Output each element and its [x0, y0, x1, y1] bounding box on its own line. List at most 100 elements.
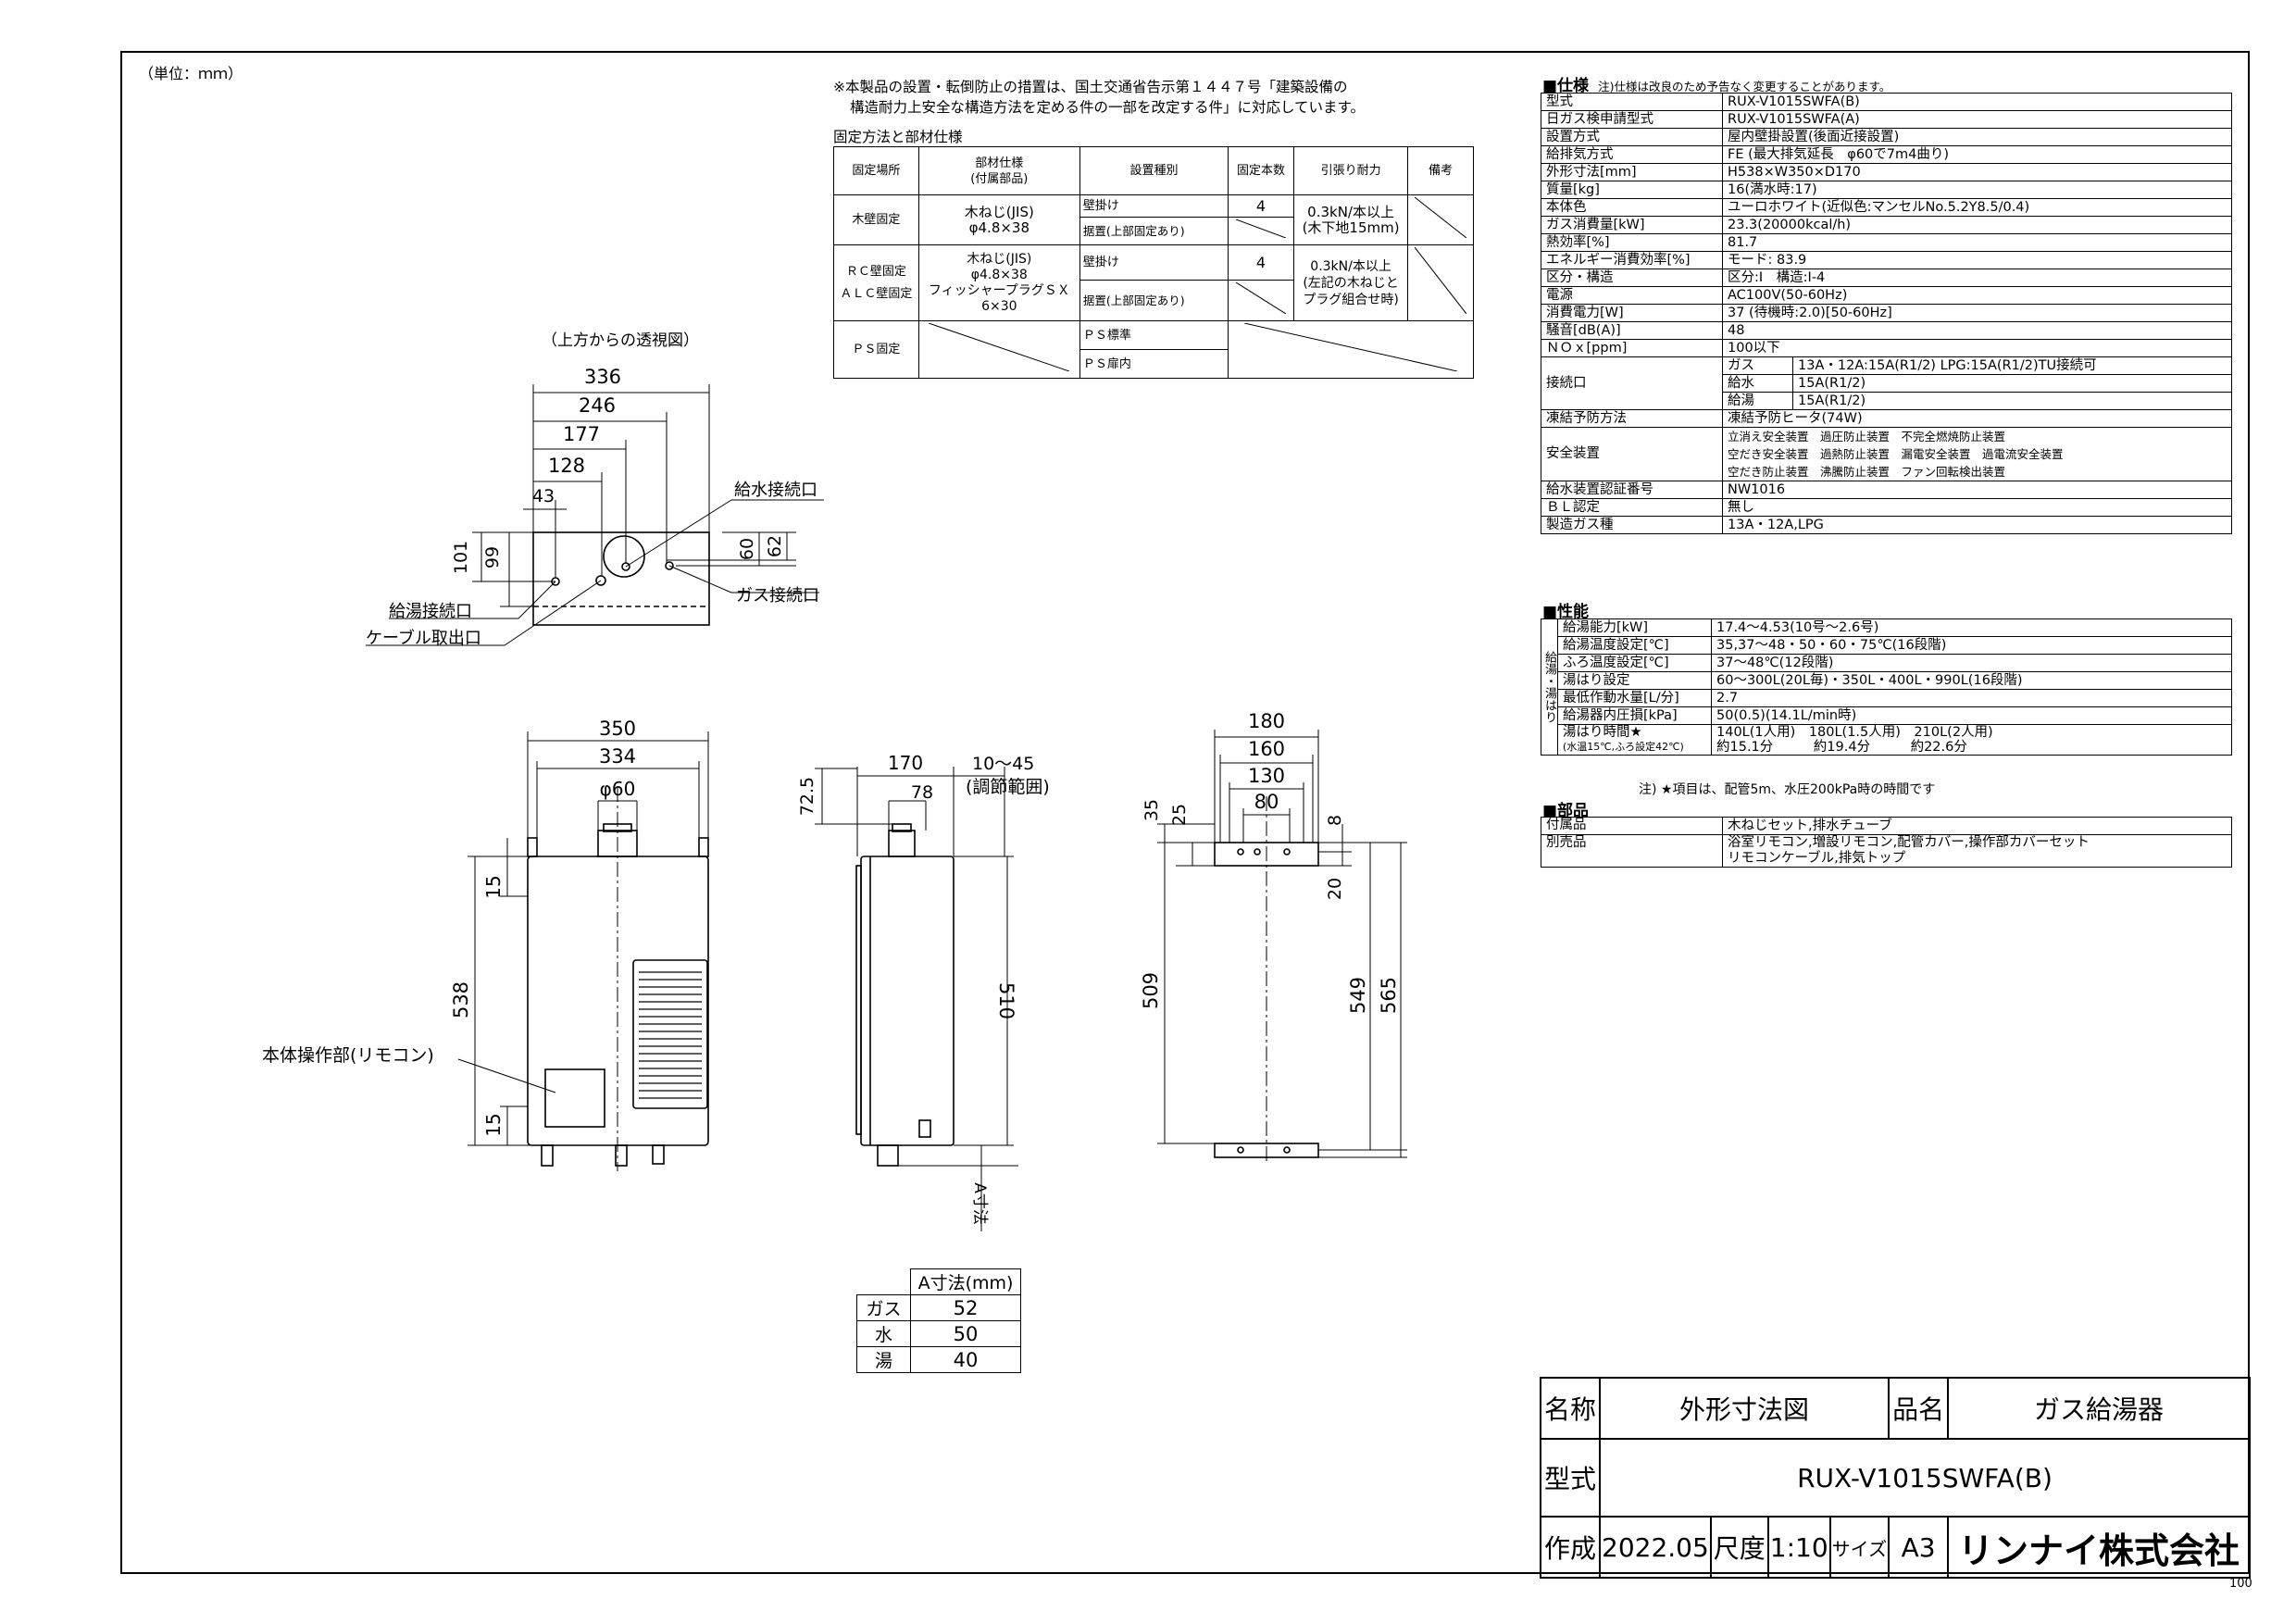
- spec-key: 安全装置: [1541, 427, 1723, 481]
- spec-row: 消費電力[W]37 (待機時:2.0)[50-60Hz]: [1541, 304, 2232, 322]
- spec-value: モード: 83.9: [1722, 251, 2232, 269]
- fixing-count: 4: [1228, 244, 1294, 281]
- fill-time-sub: (水温15℃,ふろ設定42℃): [1563, 741, 1684, 753]
- title-model-value: RUX-V1015SWFA(B): [1599, 1438, 2251, 1518]
- dimension-label: 170: [888, 752, 923, 774]
- dimension-label: 538: [450, 981, 472, 1018]
- performance-value: 2.7: [1711, 689, 2232, 707]
- fixing-type: 据置(上部固定あり): [1079, 280, 1229, 321]
- fixing-empty-cell: [1228, 280, 1294, 321]
- performance-value: 17.4〜4.53(10号〜2.6号): [1711, 618, 2232, 637]
- a-table-key: 水: [856, 1320, 911, 1347]
- spec-value: FE (最大排気延長 φ60で7m4曲り): [1722, 145, 2232, 164]
- spec-conn-key: 給水: [1722, 374, 1793, 393]
- spec-row: ＮＯｘ[ppm]100以下: [1541, 339, 2232, 357]
- side-view-drawing: 170 10〜45 (調節範囲) 72.5 78 510 A寸法: [797, 752, 1050, 1231]
- dimension-label: (調節範囲): [966, 777, 1050, 797]
- dimension-label: 130: [1248, 765, 1285, 787]
- fixing-empty-cell: [1228, 320, 1474, 379]
- spec-value: H538×W350×D170: [1722, 163, 2232, 181]
- dimension-label: 565: [1378, 977, 1400, 1014]
- spec-key: 給排気方式: [1541, 145, 1723, 164]
- performance-row: 最低作動水量[L/分]2.7: [1541, 689, 2232, 707]
- spec-key: 日ガス検申請型式: [1541, 110, 1723, 129]
- fixing-remark-cell: [1407, 194, 1474, 245]
- spec-key: 給水装置認証番号: [1541, 481, 1723, 499]
- spec-row: 本体色ユーロホワイト(近似色:マンセルNo.5.2Y8.5/0.4): [1541, 198, 2232, 217]
- spec-key: 質量[kg]: [1541, 181, 1723, 199]
- dimension-label: 62: [765, 535, 785, 557]
- spec-value: AC100V(50-60Hz): [1722, 286, 2232, 305]
- fixing-place: 木壁固定: [833, 194, 919, 245]
- performance-value: 140L(1人用) 180L(1.5人用) 210L(2人用)約15.1分 約1…: [1711, 724, 2232, 756]
- dimension-label: 101: [451, 541, 471, 574]
- spec-value: NW1016: [1722, 481, 2232, 499]
- dimension-label: 15: [482, 875, 505, 898]
- fixing-title: 固定方法と部材仕様: [833, 129, 963, 145]
- parts-value: 木ねじセット,排水チューブ: [1722, 817, 2232, 835]
- performance-row: 給湯器内圧損[kPa]50(0.5)(14.1L/min時): [1541, 706, 2232, 725]
- callout-water-inlet: 給水接続口: [734, 481, 817, 500]
- spec-value: 15A(R1/2): [1792, 392, 2232, 410]
- spec-key: ＢＬ認定: [1541, 498, 1723, 517]
- title-size-value: A3: [1888, 1516, 1950, 1579]
- spec-row: 区分・構造区分:Ⅰ 構造:Ⅰ-4: [1541, 269, 2232, 287]
- spec-row: 安全装置立消え安全装置 過圧防止装置 不完全燃焼防止装置空だき安全装置 過熱防止…: [1541, 427, 2232, 481]
- parts-title: ■部品: [1542, 802, 1590, 820]
- spec-value: 48: [1722, 321, 2232, 340]
- performance-row: 湯はり時間★(水温15℃,ふろ設定42℃)140L(1人用) 180L(1.5人…: [1541, 724, 2232, 756]
- dimension-label: φ60: [600, 778, 636, 800]
- fixing-header: 部材仕様 (付属部品): [917, 146, 1080, 195]
- dimension-label: 43: [532, 486, 555, 506]
- spec-value: 13A・12A,LPG: [1722, 516, 2232, 534]
- spec-key: 本体色: [1541, 198, 1723, 217]
- spec-key: 製造ガス種: [1541, 516, 1723, 534]
- fixing-type: ＰＳ標準: [1079, 320, 1229, 350]
- fixing-header: 固定本数: [1228, 146, 1294, 195]
- front-view-drawing: 350 334 φ60 15 538 15 本体操作部(リモコン): [262, 718, 709, 1171]
- spec-row: ガス消費量[kW]23.3(20000kcal/h): [1541, 216, 2232, 234]
- callout-hot-water: 給湯接続口: [389, 602, 472, 621]
- fixing-empty-cell: [1228, 217, 1294, 245]
- dimension-label: 509: [1140, 972, 1162, 1009]
- title-block: 名称 外形寸法図 品名 ガス給湯器 型式 RUX-V1015SWFA(B) 作成…: [1540, 1377, 2251, 1579]
- performance-key: 給湯器内圧損[kPa]: [1557, 706, 1712, 725]
- spec-key: 型式: [1541, 93, 1723, 111]
- spec-title-block: ■仕様注)仕様は改良のため予告なく変更することがあります。: [1542, 72, 1890, 95]
- safety-item: 空だき安全装置 過熱防止装置 漏電安全装置 過電流安全装置: [1728, 447, 2064, 461]
- a-table-value: 50: [910, 1320, 1021, 1347]
- dimension-label: 10〜45: [972, 754, 1034, 774]
- spec-key: 区分・構造: [1541, 269, 1723, 287]
- dimension-label: 246: [579, 394, 616, 417]
- spec-note: 注)仕様は改良のため予告なく変更することがあります。: [1598, 80, 1891, 94]
- performance-row: 給湯・湯はり給湯能力[kW]17.4〜4.53(10号〜2.6号): [1541, 618, 2232, 756]
- spec-value: 15A(R1/2): [1792, 374, 2232, 393]
- performance-title: ■性能: [1542, 603, 1590, 621]
- fixing-strength: 0.3kN/本以上 (左記の木ねじと プラグ組合せ時): [1292, 244, 1409, 321]
- spec-value: 23.3(20000kcal/h): [1722, 216, 2232, 234]
- fixing-count: 4: [1228, 194, 1294, 218]
- performance-key: 給湯能力[kW]: [1557, 618, 1712, 637]
- spec-key: 熱効率[%]: [1541, 233, 1723, 252]
- spec-key: エネルギー消費効率[%]: [1541, 251, 1723, 269]
- dimension-label: 35: [1142, 799, 1162, 821]
- fixing-strength: 0.3kN/本以上 (木下地15mm): [1292, 194, 1409, 245]
- title-made-label: 作成: [1540, 1516, 1601, 1579]
- company-name: リンナイ株式会社: [1947, 1516, 2251, 1579]
- safety-item: 空だき防止装置 沸騰防止装置 ファン回転検出装置: [1728, 465, 2006, 479]
- spec-key: 凍結予防方法: [1541, 409, 1723, 428]
- spec-row: 設置方式屋内壁掛設置(後面近接設置): [1541, 128, 2232, 146]
- performance-key: 最低作動水量[L/分]: [1557, 689, 1712, 707]
- performance-value: 35,37〜48・50・60・75℃(16段階): [1711, 636, 2232, 655]
- fixing-place: ＰＳ固定: [833, 320, 919, 379]
- a-table-key: 湯: [856, 1346, 911, 1373]
- dimension-label: 80: [1254, 791, 1279, 813]
- parts-key: 別売品: [1541, 834, 1723, 868]
- top-view-drawing: （上方からの透視図） 336 246 177 128 43 101 99 60 …: [366, 331, 824, 648]
- dimension-label: 128: [548, 455, 585, 477]
